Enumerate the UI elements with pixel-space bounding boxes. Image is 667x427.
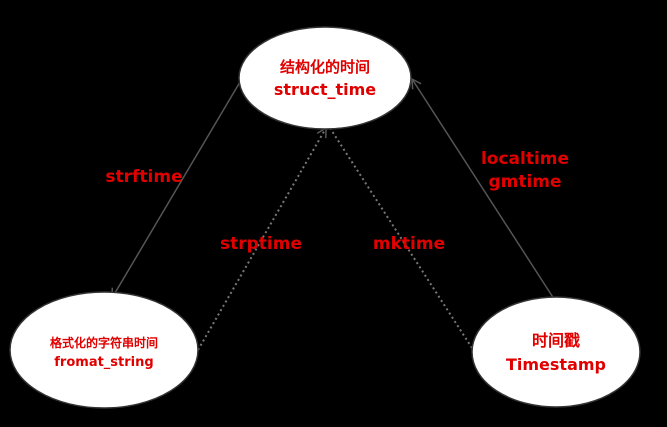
node-struct-time-label-en: struct_time: [274, 80, 376, 99]
edge-label-strptime: strptime: [220, 234, 302, 254]
node-format-string-label-zh: 格式化的字符串时间: [50, 335, 158, 350]
node-struct-time: 结构化的时间 struct_time: [238, 26, 412, 130]
edge-label-localtime: localtime: [481, 149, 569, 169]
node-struct-time-shape: [238, 26, 412, 130]
edge-mktime: [329, 127, 482, 359]
node-timestamp-label-zh: 时间戳: [532, 331, 580, 350]
node-timestamp: 时间戳 Timestamp: [471, 296, 641, 408]
node-timestamp-shape: [471, 296, 641, 408]
node-struct-time-label-zh: 结构化的时间: [280, 58, 370, 76]
edge-localtime-gmtime: [411, 77, 557, 303]
node-format-string-label-en: fromat_string: [54, 355, 153, 370]
edge-label-gmtime: gmtime: [488, 172, 561, 192]
node-format-string: 格式化的字符串时间 fromat_string: [9, 291, 199, 409]
node-timestamp-label-en: Timestamp: [506, 355, 606, 374]
edge-label-strftime: strftime: [105, 167, 182, 187]
edge-label-mktime: mktime: [373, 234, 445, 254]
edge-strftime: [111, 81, 241, 300]
node-format-string-shape: [9, 291, 199, 409]
